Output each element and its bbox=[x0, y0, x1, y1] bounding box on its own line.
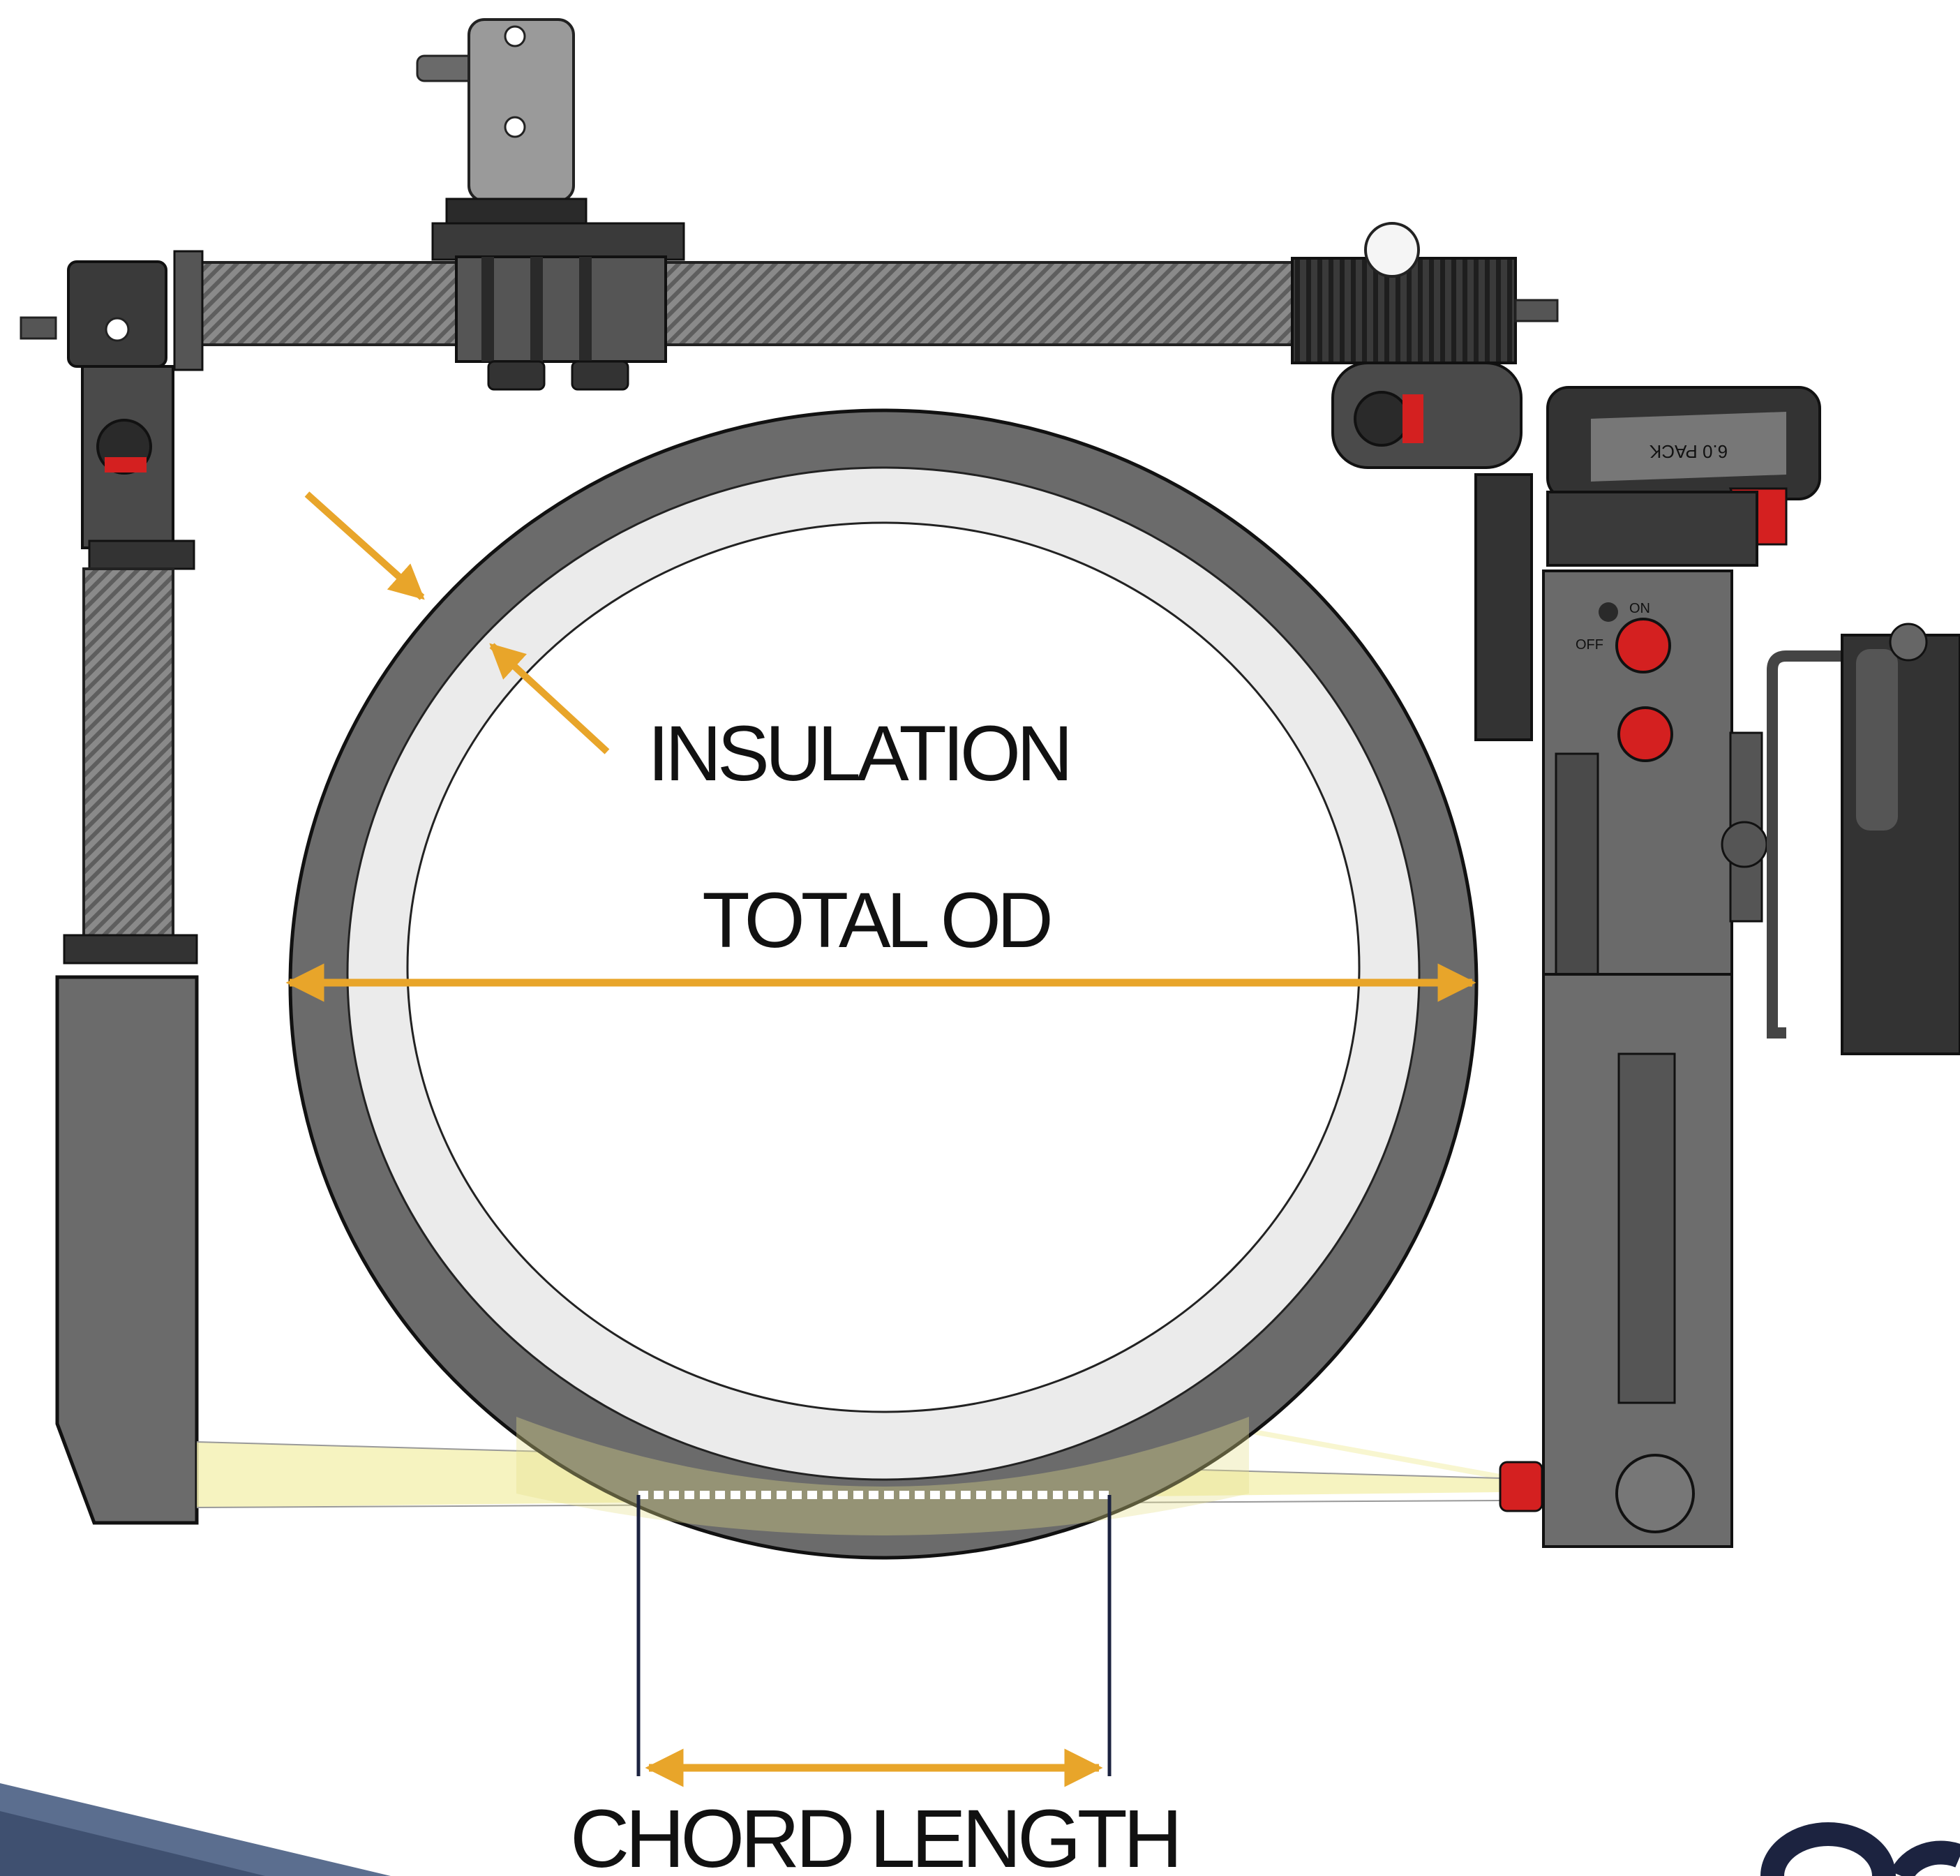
left-carbon-leg bbox=[55, 567, 199, 1525]
chord-length-label: CHORD LENGTH bbox=[570, 1793, 1179, 1876]
left-corner-block bbox=[20, 250, 204, 570]
red-button[interactable] bbox=[1617, 706, 1673, 762]
total-od-label: TOTAL OD bbox=[702, 877, 1050, 964]
corner-logo-fragment bbox=[1760, 1822, 1960, 1876]
chord-length-dimension bbox=[636, 1495, 1112, 1787]
top-carbon-rail bbox=[194, 255, 1299, 391]
pack-label: 6.0 PACK bbox=[1649, 441, 1728, 462]
off-label: OFF bbox=[1576, 637, 1603, 653]
bottom-decor-wedge bbox=[0, 1783, 391, 1876]
on-label: ON bbox=[1629, 601, 1650, 616]
handle-grip bbox=[1767, 623, 1960, 1055]
top-mount bbox=[416, 18, 685, 261]
power-switch[interactable] bbox=[1615, 618, 1671, 673]
right-corner-block bbox=[1291, 222, 1559, 741]
laser-emitter bbox=[1499, 1461, 1543, 1512]
insulation-label: INSULATION bbox=[648, 710, 1069, 797]
right-drive-unit: 6.0 PACK ON OFF bbox=[1499, 386, 1821, 1548]
insulation-arrows bbox=[304, 491, 610, 754]
